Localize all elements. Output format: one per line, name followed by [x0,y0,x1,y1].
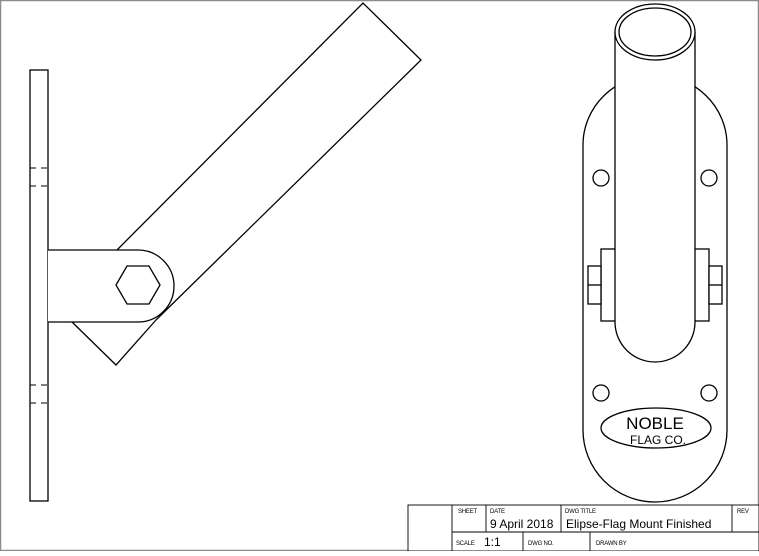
scale-value: 1:1 [484,535,501,549]
pole-top-outer [614,3,696,61]
logo-badge [600,407,712,449]
dwg-no-label: DWG NO. [528,541,554,547]
hidden-hole-lines [30,167,48,404]
sheet-label: SHEET [458,509,478,515]
date-label: DATE [490,509,505,515]
date-value: 9 April 2018 [490,517,554,531]
bracket-tab [48,249,175,323]
dwg-title-value: Elipse-Flag Mount Finished [566,517,711,531]
bracket-left [600,248,617,322]
angled-arm-upper [116,2,422,321]
side-view [29,2,422,502]
angled-arm-lower [71,319,157,366]
title-block [407,504,759,552]
logo-line1: NOBLE [626,414,684,433]
mounting-hole-bottom-left [592,384,610,402]
hex-bolt-icon [115,265,161,305]
front-view [582,3,728,503]
bracket-right [693,248,710,322]
logo-line2: FLAG CO. [630,433,686,447]
wall-plate-side [29,69,49,502]
scale-label: SCALE [456,541,475,547]
mounting-hole-bottom-right [700,384,718,402]
drawn-by-label: DRAWN BY [596,541,627,547]
dwg-title-label: DWG TITLE [565,509,596,515]
flag-pole [614,32,696,363]
mounting-hole-top-right [700,169,718,187]
pole-top-inner [618,7,692,57]
mounting-hole-top-left [592,169,610,187]
rev-label: REV [737,509,749,515]
